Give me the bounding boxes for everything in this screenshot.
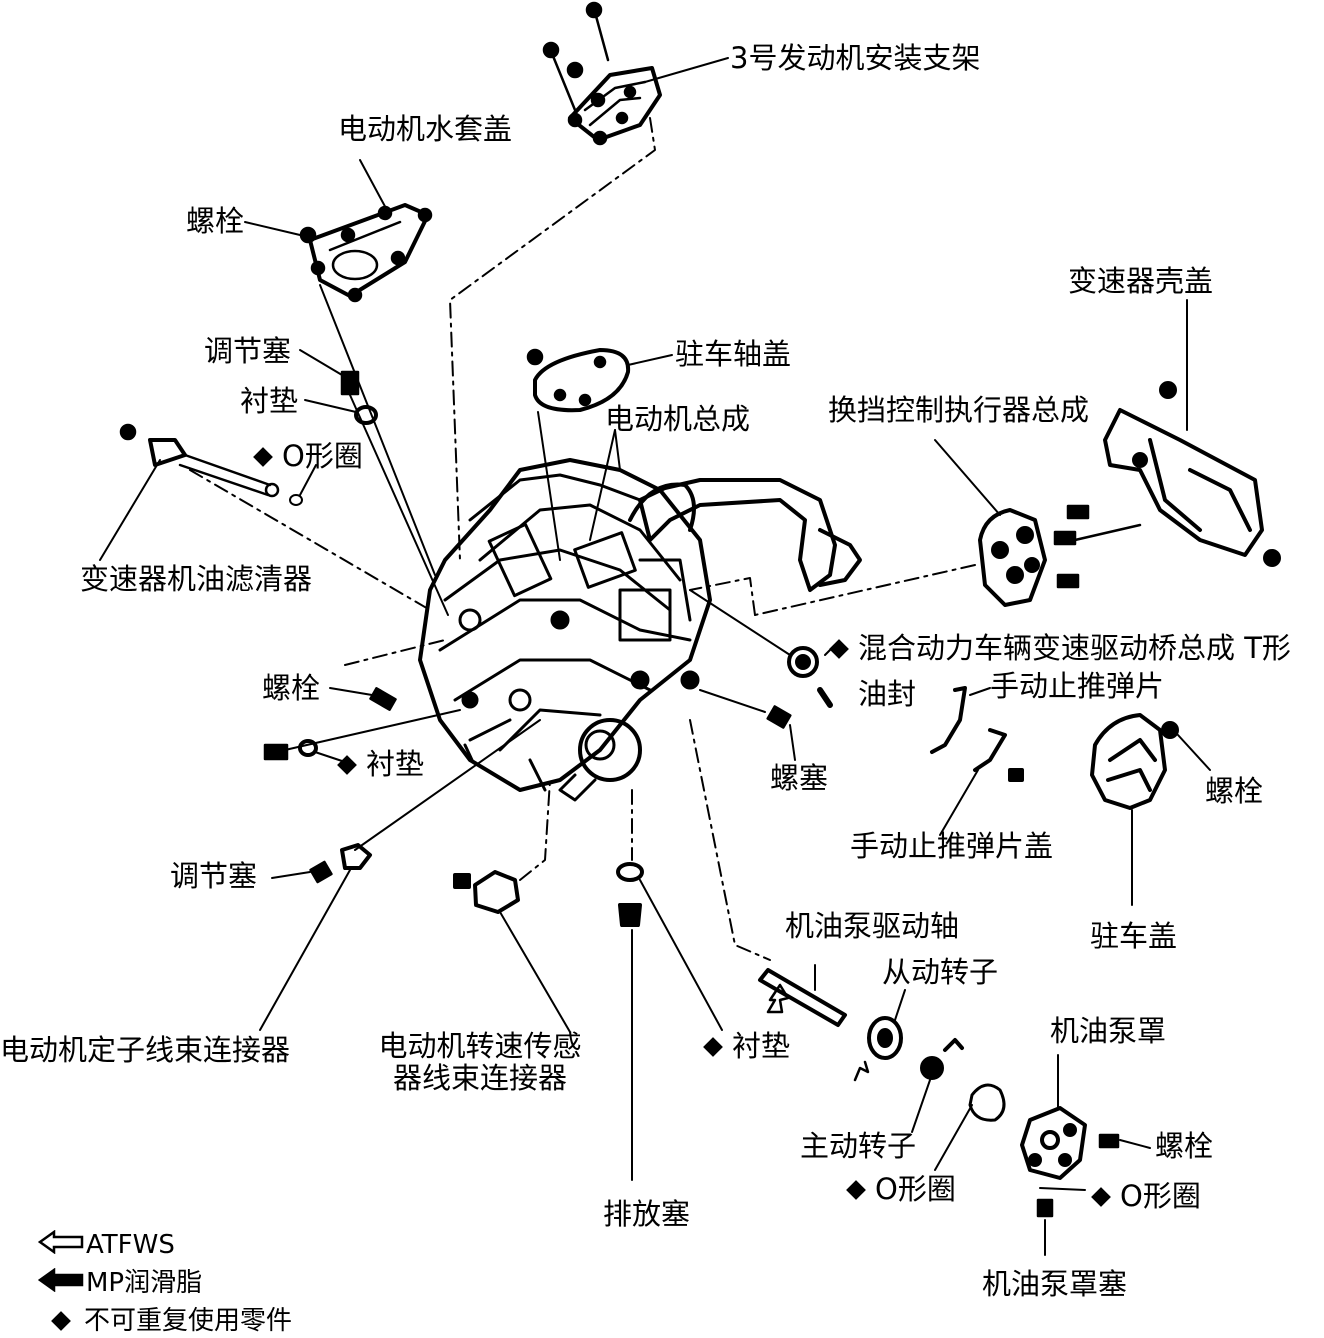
label-driven-rotor: 从动转子 xyxy=(882,955,999,989)
adjust-plug-lower xyxy=(309,843,372,884)
lower-bolt-icon xyxy=(263,687,397,761)
o-ring-upper-text: O形圈 xyxy=(282,439,363,473)
label-transmission-oil-filter: 变速器机油滤清器 xyxy=(80,562,313,596)
non-reusable-icon xyxy=(337,754,357,775)
label-bolt-parking-cover: 螺栓 xyxy=(1205,774,1264,808)
label-t-oil-seal: 混合动力车辆变速驱动桥总成 T形 xyxy=(828,632,1291,664)
gasket-drain-text: 衬垫 xyxy=(732,1029,791,1063)
o-ring-rotor-text: O形圈 xyxy=(875,1172,956,1206)
non-reusable-diamond-icon xyxy=(38,1307,84,1337)
label-parking-cover: 驻车盖 xyxy=(1090,919,1178,953)
mp-grease-arrow-icon xyxy=(37,1267,86,1299)
label-motor-jacket-cover: 电动机水套盖 xyxy=(338,112,513,146)
label-drain-plug: 排放塞 xyxy=(603,1197,691,1231)
label-gasket-drain: 衬垫 xyxy=(702,1030,790,1062)
transmission-oil-filter xyxy=(119,423,280,498)
non-reusable-icon xyxy=(1091,1186,1111,1207)
label-motor-assembly: 电动机总成 xyxy=(605,402,751,436)
adjust-plug-upper xyxy=(340,370,378,425)
atfws-arrow-icon xyxy=(766,983,790,1014)
label-oil-pump-cover-plug: 机油泵罩塞 xyxy=(982,1267,1128,1301)
oil-pump-cover-part xyxy=(1020,1106,1087,1180)
label-oil-pump-cover: 机油泵罩 xyxy=(1050,1014,1167,1048)
label-bolt-lower: 螺栓 xyxy=(262,671,321,705)
motor-water-jacket-cover xyxy=(308,203,433,303)
parking-cover xyxy=(1090,713,1179,810)
label-adjust-plug-lower: 调节塞 xyxy=(170,859,258,893)
parking-shaft-cover xyxy=(526,348,631,413)
label-bolt-jacket: 螺栓 xyxy=(186,204,245,238)
legend-mp-grease-text: MP润滑脂 xyxy=(86,1268,203,1298)
speed-sensor-connector-part xyxy=(453,870,520,914)
label-oil-seal: 油封 xyxy=(858,677,917,711)
gasket-lower-text: 衬垫 xyxy=(366,747,425,781)
pump-cover-bolt-icon xyxy=(1098,1133,1120,1149)
label-manual-detent-cover: 手动止推弹片盖 xyxy=(850,829,1054,863)
legend-non-reusable: 不可重复使用零件 xyxy=(38,1306,292,1337)
manual-detent-spring xyxy=(930,686,967,754)
drain-plug-part xyxy=(616,862,644,927)
label-shift-control-actuator: 换挡控制执行器总成 xyxy=(828,393,1090,427)
driven-rotor-part xyxy=(867,1016,903,1060)
label-gasket-lower: 衬垫 xyxy=(336,748,424,780)
label-manual-detent-spring: 手动止推弹片 xyxy=(990,669,1165,703)
label-transmission-case-cover: 变速器壳盖 xyxy=(1068,264,1214,298)
bracket-bolts-icon xyxy=(542,1,610,146)
non-reusable-icon xyxy=(829,638,849,659)
actuator-bolts-icon xyxy=(1053,504,1142,589)
legend-non-reusable-text: 不可重复使用零件 xyxy=(84,1306,293,1336)
label-o-ring-pump: O形圈 xyxy=(1090,1180,1201,1212)
engine-mount-bracket xyxy=(568,66,662,142)
o-ring-pump-text: O形圈 xyxy=(1120,1179,1201,1213)
oil-pump-drive-shaft xyxy=(758,968,847,1027)
label-parking-shaft-cover: 驻车轴盖 xyxy=(675,337,792,371)
label-bolt-pump-cover: 螺栓 xyxy=(1155,1129,1214,1163)
t-oil-seal xyxy=(787,646,833,708)
label-o-ring-rotor: O形圈 xyxy=(845,1173,956,1205)
label-o-ring-upper: O形圈 xyxy=(252,440,363,472)
o-ring-part xyxy=(968,1083,1006,1122)
label-screw-plug: 螺塞 xyxy=(770,761,829,795)
legend-atfws: ATFWS xyxy=(37,1229,175,1261)
label-gasket-upper: 衬垫 xyxy=(240,384,299,418)
t-oil-seal-text: 混合动力车辆变速驱动桥总成 T形 xyxy=(858,631,1291,665)
jacket-bolt-icon xyxy=(299,226,317,244)
label-engine-mount-bracket: 3号发动机安装支架 xyxy=(730,41,981,75)
label-stator-connector: 电动机定子线束连接器 xyxy=(0,1033,291,1067)
label-adjust-plug-upper: 调节塞 xyxy=(204,334,292,368)
drive-rotor-part xyxy=(920,1038,964,1080)
atfws-arrow-icon xyxy=(37,1229,86,1261)
pump-cover-plug-icon xyxy=(1036,1198,1054,1218)
shift-control-actuator xyxy=(978,508,1047,607)
transaxle-assembly xyxy=(418,458,712,802)
label-speed-sensor-connector: 电动机转速传感 器线束连接器 xyxy=(378,1029,582,1095)
non-reusable-icon xyxy=(703,1036,723,1057)
transmission-case-cover xyxy=(1103,381,1281,567)
legend-atfws-text: ATFWS xyxy=(86,1230,175,1260)
label-oil-pump-drive-shaft: 机油泵驱动轴 xyxy=(785,909,960,943)
motor-housing-arm xyxy=(628,478,862,592)
non-reusable-icon xyxy=(253,446,273,467)
legend-mp-grease: MP润滑脂 xyxy=(37,1267,203,1299)
manual-detent-cover xyxy=(973,728,1024,782)
label-drive-rotor: 主动转子 xyxy=(800,1129,917,1163)
screw-plug-icon xyxy=(766,705,792,729)
non-reusable-icon xyxy=(846,1179,866,1200)
